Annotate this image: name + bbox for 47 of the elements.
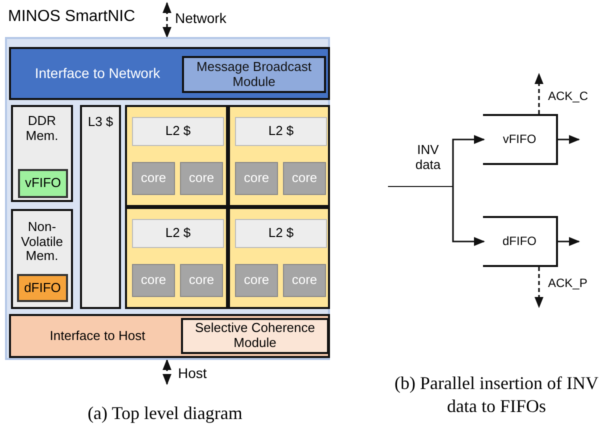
memory-block: [11, 105, 73, 202]
core-cluster: [125, 105, 228, 207]
memory-block: [11, 209, 73, 309]
module-box: Message Broadcast Module: [182, 56, 326, 93]
arrow: [162, 2, 172, 38]
module-box: Selective Coherence Module: [181, 318, 329, 354]
cache-block: L2 $: [235, 117, 327, 146]
interface-block: [9, 47, 330, 100]
core-block: core: [283, 162, 326, 195]
arrow: [558, 135, 580, 144]
fifo-box: vFIFO: [18, 169, 68, 198]
fifo-box: dFIFO: [17, 274, 68, 302]
block-label: DDR Mem.: [24, 112, 60, 145]
core-block: core: [132, 162, 175, 195]
edge-label: Network: [175, 10, 226, 26]
block-label: Interface to Host: [48, 326, 146, 345]
arrow: [558, 237, 580, 246]
core-cluster: [228, 207, 330, 309]
core-block: core: [180, 162, 223, 195]
edge-label: ACK_P: [548, 276, 588, 290]
arrow: [452, 135, 486, 186]
core-cluster: [125, 207, 228, 309]
cache-block: L2 $: [132, 219, 224, 248]
block-label: Interface to Network: [34, 64, 162, 84]
edge-label: ACK_C: [548, 89, 588, 103]
diagram-heading: MINOS SmartNIC: [8, 8, 136, 26]
cache-block: L2 $: [235, 219, 327, 248]
core-block: core: [235, 162, 278, 195]
core-block: core: [235, 264, 278, 297]
cache-block: L3 $: [80, 105, 121, 309]
core-cluster: [228, 105, 330, 207]
core-block: core: [132, 264, 175, 297]
arrow: [534, 267, 544, 308]
edge-label: Host: [178, 365, 207, 381]
arrow: [452, 186, 486, 246]
block-label: Non-Volatile Mem.: [20, 218, 64, 266]
figure-caption: (b) Parallel insertion of INV data to FIFOs: [394, 372, 600, 418]
figure-caption: (a) Top level diagram: [86, 402, 244, 425]
signal-label: INV data: [388, 143, 453, 187]
interface-block: [9, 314, 330, 358]
fifo-box: dFIFO: [483, 216, 558, 267]
arrow: [534, 72, 544, 114]
cache-block: L2 $: [132, 117, 224, 146]
fifo-box: vFIFO: [483, 114, 558, 165]
core-block: core: [283, 264, 326, 297]
arrow: [162, 358, 172, 386]
core-block: core: [180, 264, 223, 297]
